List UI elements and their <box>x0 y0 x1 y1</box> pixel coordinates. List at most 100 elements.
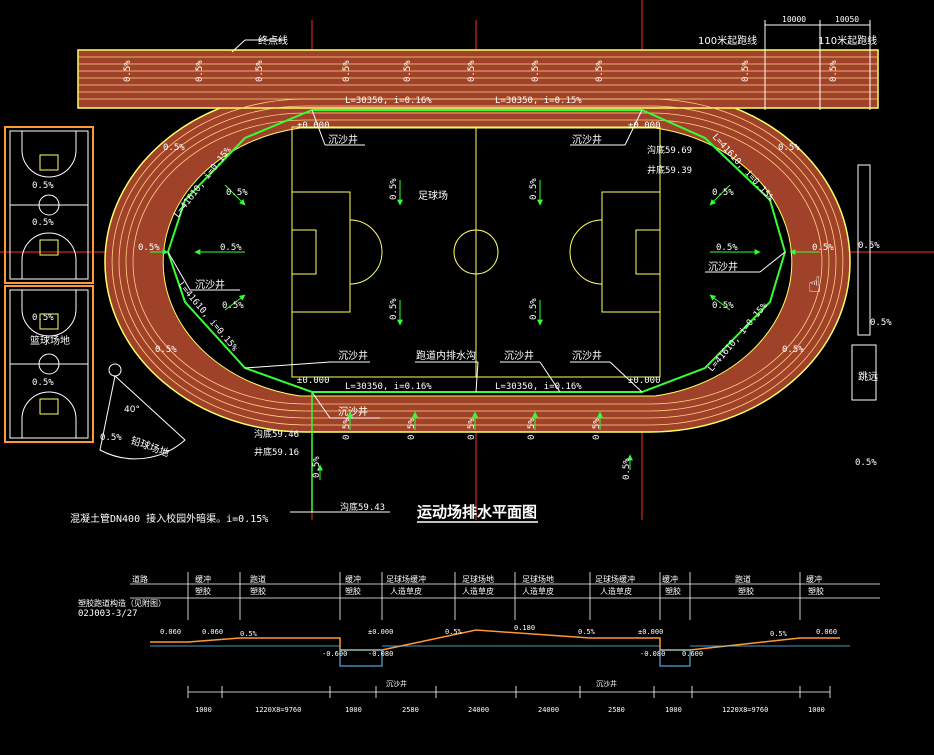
football-field <box>291 126 661 378</box>
svg-text:0.5%: 0.5% <box>592 418 602 440</box>
svg-text:1000: 1000 <box>345 706 362 714</box>
slope-top-right: L=30350, i=0.15% <box>495 96 582 106</box>
bb-slope-1: 0.5% <box>32 181 54 191</box>
lj-slope-1: 0.5% <box>858 241 880 251</box>
svg-text:0.5%: 0.5% <box>312 456 322 478</box>
bb-slope-2: 0.5% <box>32 218 54 228</box>
svg-text:缓冲: 缓冲 <box>195 574 211 584</box>
svg-text:0.5%: 0.5% <box>403 60 413 82</box>
svg-text:跑道: 跑道 <box>735 574 751 584</box>
svg-text:1000: 1000 <box>665 706 682 714</box>
svg-text:0.5%: 0.5% <box>782 345 804 355</box>
sump-label-6: 沉沙井 <box>504 349 534 362</box>
svg-text:0.5%: 0.5% <box>155 345 177 355</box>
sump-label-5: 沉沙井 <box>338 349 368 362</box>
svg-text:0.5%: 0.5% <box>527 418 537 440</box>
svg-text:0.5%: 0.5% <box>529 298 539 320</box>
svg-text:±0.000: ±0.000 <box>368 628 393 636</box>
svg-text:0.5%: 0.5% <box>716 243 738 253</box>
svg-text:0.5%: 0.5% <box>445 628 463 636</box>
svg-text:0.5%: 0.5% <box>226 188 248 198</box>
svg-text:24000: 24000 <box>468 706 489 714</box>
bb-slope-4: 0.5% <box>32 378 54 388</box>
long-jump-label: 跳远 <box>858 370 878 383</box>
svg-text:0.600: 0.600 <box>682 650 703 658</box>
svg-text:0.5%: 0.5% <box>163 143 185 153</box>
svg-text:0.5%: 0.5% <box>195 60 205 82</box>
svg-text:0.5%: 0.5% <box>595 60 605 82</box>
sump-label-8: 沉沙井 <box>338 405 368 418</box>
svg-text:0.5%: 0.5% <box>531 60 541 82</box>
lj-slope-2: 0.5% <box>870 318 892 328</box>
svg-text:0.5%: 0.5% <box>578 628 596 636</box>
start-110-label: 110米起跑线 <box>818 34 877 47</box>
ditch-bottom-5946: 沟底59.46 <box>254 428 299 440</box>
elev-tr: ±0.000 <box>628 121 661 131</box>
slope-bottom-right: L=30350, i=0.16% <box>495 382 582 392</box>
svg-text:道路: 道路 <box>132 574 148 584</box>
basketball-label: 篮球场地 <box>30 334 70 347</box>
svg-text:0.5%: 0.5% <box>467 60 477 82</box>
sump-label-2: 沉沙井 <box>572 133 602 146</box>
svg-text:1000: 1000 <box>808 706 825 714</box>
svg-text:0.5%: 0.5% <box>812 243 834 253</box>
svg-text:0.5%: 0.5% <box>622 458 632 480</box>
hand-cursor-icon[interactable]: ☝ <box>808 273 821 298</box>
svg-text:塑胶: 塑胶 <box>738 586 754 596</box>
svg-text:0.5%: 0.5% <box>222 301 244 311</box>
sump-label-3: 沉沙井 <box>708 260 738 273</box>
svg-text:足球场缓冲: 足球场缓冲 <box>386 574 426 584</box>
drawing-title: 运动场排水平面图 <box>417 503 537 521</box>
svg-text:人造草皮: 人造草皮 <box>522 586 554 596</box>
section-sump-left: 沉沙井 <box>386 679 407 688</box>
svg-text:2580: 2580 <box>402 706 419 714</box>
svg-text:缓冲: 缓冲 <box>345 574 361 584</box>
svg-text:足球场地: 足球场地 <box>462 574 494 584</box>
long-jump-area <box>851 164 877 401</box>
shot-slope: 0.5% <box>100 433 122 443</box>
svg-text:塑胶: 塑胶 <box>345 586 361 596</box>
svg-text:0.5%: 0.5% <box>342 60 352 82</box>
svg-text:足球场缓冲: 足球场缓冲 <box>595 574 635 584</box>
svg-text:0.5%: 0.5% <box>138 243 160 253</box>
sump-leaders <box>167 109 786 419</box>
section-note-2: 02J003-3/27 <box>78 609 138 619</box>
sump-label-7: 沉沙井 <box>572 349 602 362</box>
slope-labels: 0.5% 0.5% 0.5% 0.5% 0.5% 0.5% 0.5% 0.5% … <box>138 143 834 480</box>
svg-text:缓冲: 缓冲 <box>662 574 678 584</box>
svg-text:0.180: 0.180 <box>514 624 535 632</box>
svg-text:塑胶: 塑胶 <box>808 586 824 596</box>
slope-bottom-left: L=30350, i=0.16% <box>345 382 432 392</box>
svg-text:0.5%: 0.5% <box>529 178 539 200</box>
svg-text:24000: 24000 <box>538 706 559 714</box>
svg-text:-0.080: -0.080 <box>640 650 665 658</box>
elev-br: ±0.000 <box>628 376 661 386</box>
football-field-label: 足球场 <box>418 189 448 202</box>
ditch-bottom-5943: 沟底59.43 <box>340 501 385 513</box>
ditch-bottom-5969: 沟底59.69 <box>647 144 692 156</box>
slope-top-left: L=30350, i=0.16% <box>345 96 432 106</box>
svg-text:跑道: 跑道 <box>250 574 266 584</box>
svg-text:1220X8=9760: 1220X8=9760 <box>255 706 301 714</box>
section-elevations: 0.060 0.060 ±0.000 -0.080 -0.600 0.180 ±… <box>160 624 837 658</box>
section-header-row1: 道路 缓冲 跑道 缓冲 足球场缓冲 足球场地 足球场地 足球场缓冲 缓冲 跑道 … <box>132 574 822 584</box>
top-dimension-lines <box>764 20 871 110</box>
sump-label-1: 沉沙井 <box>328 133 358 146</box>
section-dimensions: 1000 1220X8=9760 1000 2580 24000 24000 2… <box>195 706 825 714</box>
svg-text:缓冲: 缓冲 <box>806 574 822 584</box>
svg-text:-0.600: -0.600 <box>322 650 347 658</box>
svg-text:0.5%: 0.5% <box>240 630 258 638</box>
svg-text:0.5%: 0.5% <box>220 243 242 253</box>
svg-text:0.5%: 0.5% <box>770 630 788 638</box>
well-bottom-5916: 井底59.16 <box>254 446 299 458</box>
running-track <box>77 49 879 433</box>
svg-text:1220X8=9760: 1220X8=9760 <box>722 706 768 714</box>
svg-text:2580: 2580 <box>608 706 625 714</box>
angle-label: 40° <box>124 405 140 415</box>
svg-text:0.5%: 0.5% <box>255 60 265 82</box>
cross-section <box>130 572 880 698</box>
svg-text:0.5%: 0.5% <box>829 60 839 82</box>
svg-text:0.5%: 0.5% <box>778 143 800 153</box>
svg-text:0.5%: 0.5% <box>407 418 417 440</box>
basketball-courts <box>4 126 94 443</box>
